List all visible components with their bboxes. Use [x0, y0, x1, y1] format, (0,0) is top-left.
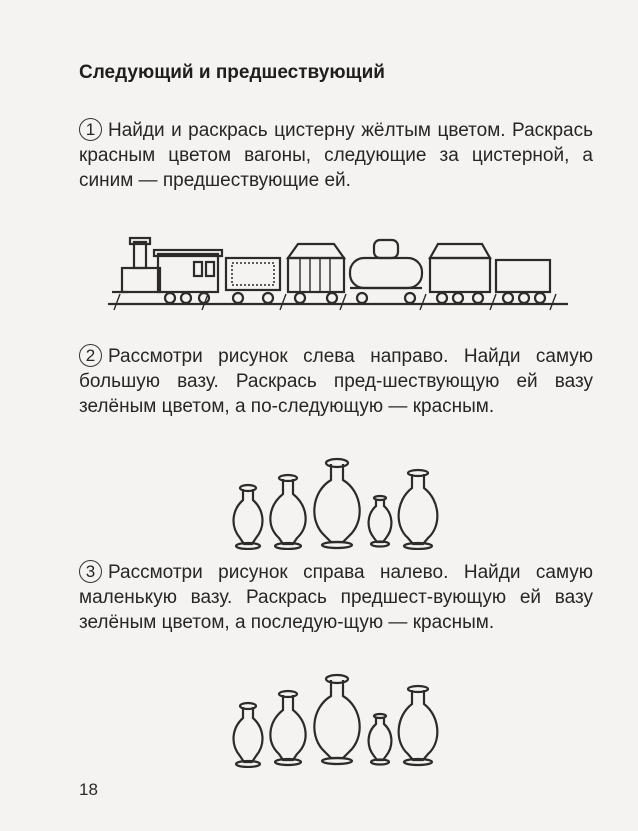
page-number: 18 [79, 780, 98, 799]
task-number-1: 1 [79, 118, 102, 141]
task-number-3: 3 [79, 560, 102, 583]
vase-5 [397, 684, 439, 767]
vase-4 [367, 494, 393, 548]
task-text-3: Рассмотри рисунок справа налево. Найди с… [79, 562, 593, 633]
vase-3 [313, 457, 361, 550]
wagon-5 [494, 258, 552, 305]
wagon-1 [224, 256, 282, 305]
locomotive [112, 236, 224, 305]
vase-4 [367, 712, 393, 766]
vase-2 [269, 689, 307, 767]
train-illustration [108, 236, 568, 311]
vase-3 [313, 673, 361, 766]
vases-row-2 [232, 673, 439, 768]
vase-1 [232, 701, 264, 768]
wagon-4 [428, 242, 492, 305]
section-title: Следующий и предшествующий [79, 62, 385, 83]
task-number-2: 2 [79, 344, 102, 367]
vase-1 [232, 483, 264, 550]
vase-2 [269, 473, 307, 550]
task-text-2: Рассмотри рисунок слева направо. Найди с… [79, 346, 593, 417]
task-text-1: Найди и раскрась цистерну жёлтым цветом.… [79, 120, 593, 191]
vase-5 [397, 468, 439, 550]
tank-car [348, 238, 424, 305]
vases-row-1 [232, 457, 439, 550]
wagon-2 [285, 242, 347, 305]
